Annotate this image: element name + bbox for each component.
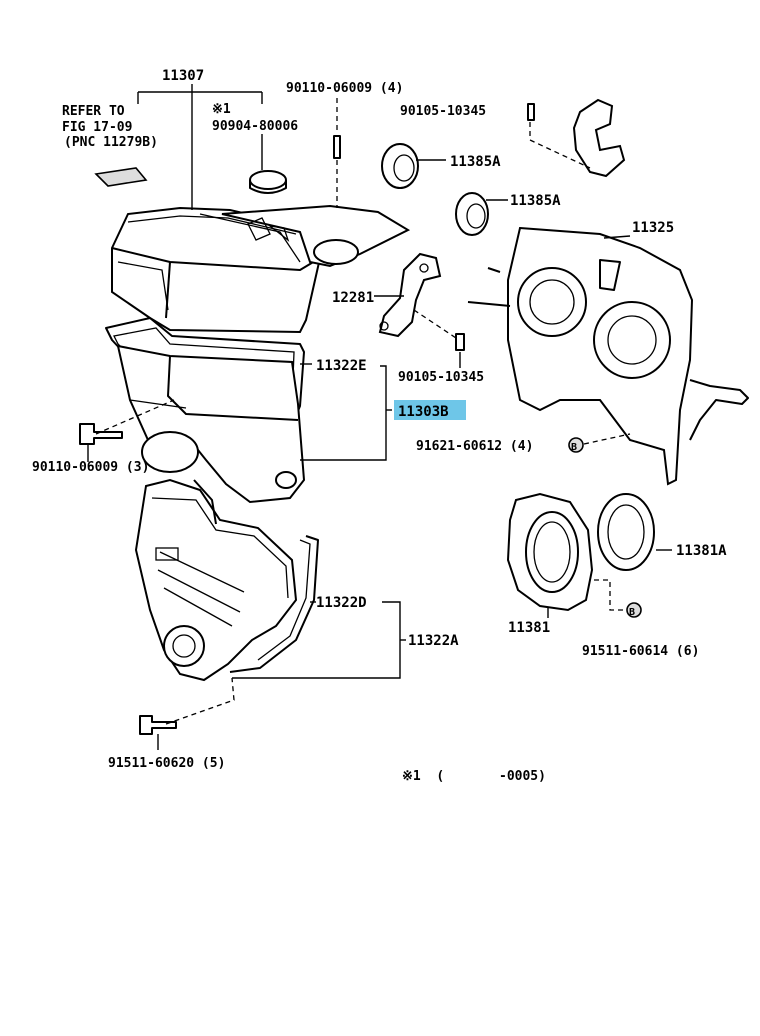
lower-timing-cover-drawing [134, 478, 319, 682]
label-91621-60612: 91621-60612 (4) [416, 439, 533, 454]
label-90110-06009-4: 90110-06009 (4) [286, 81, 403, 96]
label-12281: 12281 [332, 290, 374, 306]
label-11381a: 11381A [676, 543, 727, 559]
label-note-mark: ※1 [212, 102, 231, 117]
rear-oil-seal-retainer-drawing [506, 492, 655, 612]
label-90110-06009-3: 90110-06009 (3) [32, 460, 149, 475]
upper-timing-cover-drawing [111, 204, 411, 334]
label-11322a: 11322A [408, 633, 459, 649]
footnote-note: ※1 ( -0005) [402, 769, 546, 784]
label-11385a-lower: 11385A [510, 193, 561, 209]
bolt-b-marker-1-label: B [571, 442, 577, 453]
label-90105-10345-mid: 90105-10345 [398, 370, 484, 385]
middle-cover-11303b-drawing [116, 344, 306, 504]
label-refer-fig: FIG 17-09 [62, 120, 132, 135]
label-11322d: 11322D [316, 595, 367, 611]
small-parts-drawing [79, 103, 535, 735]
label-refer-pnc: (PNC 11279B) [64, 135, 158, 150]
label-90904-80006: 90904-80006 [212, 119, 298, 134]
label-91511-60614: 91511-60614 (6) [582, 644, 699, 659]
leader-lines [87, 84, 672, 750]
label-11381: 11381 [508, 620, 550, 636]
label-refer-to: REFER TO [62, 104, 125, 119]
bolt-b-marker-1 [568, 437, 584, 453]
label-90105-10345-top: 90105-10345 [400, 104, 486, 119]
bolt-b-marker-2-label: B [629, 607, 635, 618]
label-91511-60620: 91511-60620 (5) [108, 756, 225, 771]
label-11307: 11307 [162, 68, 204, 84]
label-11385a-upper: 11385A [450, 154, 501, 170]
highlight-11303b [394, 400, 466, 420]
oil-seals-11385a-drawing [381, 143, 489, 236]
engine-bracket-12281-drawing [378, 98, 626, 338]
bolt-b-marker-2 [626, 602, 642, 618]
timing-belt-plate-11325-drawing [467, 226, 749, 486]
label-11322e: 11322E [316, 358, 367, 374]
label-11325: 11325 [632, 220, 674, 236]
label-11303b[interactable]: 11303B [398, 404, 449, 420]
